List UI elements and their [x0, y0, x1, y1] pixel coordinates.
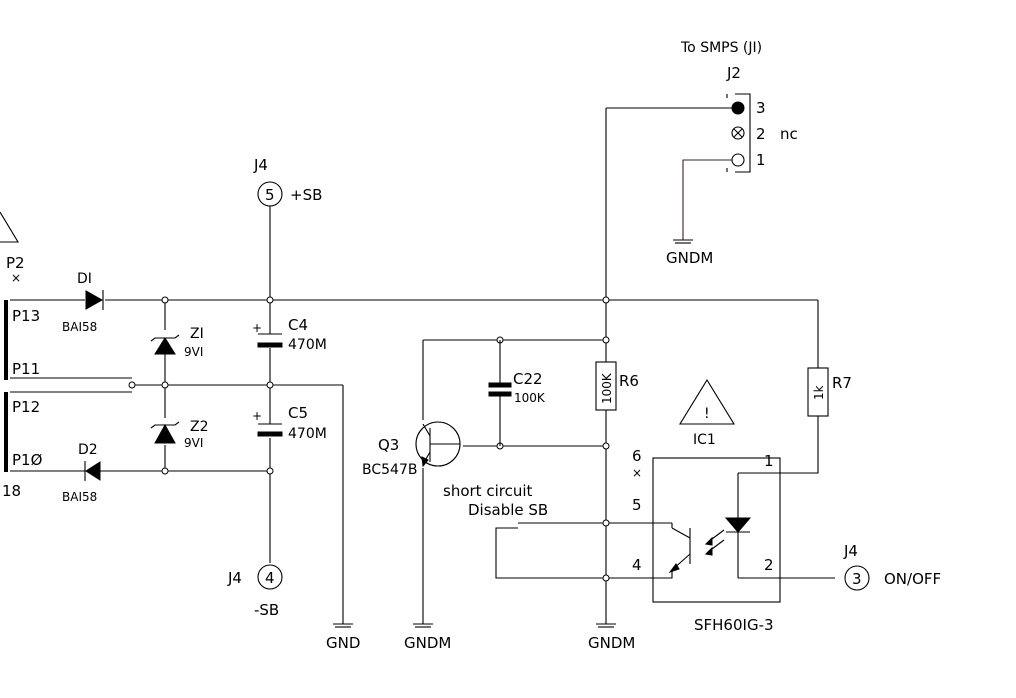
on-off-label: ON/OFF [884, 570, 941, 588]
c4-ref: C4 [288, 316, 308, 334]
minus-sb-label: -SB [254, 601, 279, 619]
gndm-symbol-j2: GNDM [666, 239, 713, 267]
d1-ref: DI [77, 271, 92, 287]
d2-ref: D2 [78, 442, 98, 458]
gndm-symbol-q3: GNDM [404, 623, 451, 652]
optocoupler-ic1: ! IC1 × 6 5 4 1 2 SFH60IG-3 [632, 378, 835, 634]
gnd-label: GND [326, 634, 360, 652]
r7-value: 1k [812, 385, 826, 400]
r6-column [518, 107, 738, 624]
p13-label: P13 [12, 307, 40, 325]
diode-d1: DI BAI58 [62, 271, 104, 334]
short-note-line2: Disable SB [468, 501, 548, 519]
zener-column [161, 296, 169, 475]
gndm-symbol-r6: GNDM [588, 623, 635, 652]
j2-title: To SMPS (JI) [680, 40, 762, 56]
c5-ref: C5 [288, 404, 308, 422]
capacitor-c5: + C5 470M [252, 404, 327, 442]
c4-value: 470M [288, 337, 327, 353]
r6-value: 100K [600, 372, 614, 404]
ic1-ref: IC1 [693, 432, 716, 448]
cap-column [266, 206, 274, 563]
gndm-label-q3: GNDM [404, 634, 451, 652]
j4-pin3: J4 3 ON/OFF [843, 542, 941, 591]
j4-pin4: J4 4 -SB [227, 564, 283, 619]
gndm-label-j2: GNDM [666, 249, 713, 267]
diode-d2: D2 BAI58 [62, 442, 101, 504]
j4-pin3-num: 3 [852, 570, 862, 588]
j4-pin4-num: 4 [265, 569, 275, 587]
plus-sb-label: +SB [290, 186, 322, 204]
c22-value: 100K [514, 391, 546, 405]
ic1-pin6-nc: × [632, 466, 642, 480]
ic1-value: SFH60IG-3 [694, 616, 774, 634]
p11-label: P11 [12, 360, 40, 378]
p-edge-label: 18 [2, 482, 21, 500]
mid-rail [10, 377, 344, 624]
resistor-r7: 1k R7 [738, 367, 852, 474]
j2-nc: nc [780, 125, 798, 143]
gnd-symbol: GND [326, 623, 360, 652]
p12-label: P12 [12, 398, 40, 416]
j4-ref-top: J4 [253, 156, 268, 174]
zener-z1: ZI 9VI [150, 326, 204, 359]
j2-pin3: 3 [756, 99, 766, 117]
d1-value: BAI58 [62, 320, 97, 334]
gndm-label-r6: GNDM [588, 634, 635, 652]
ic1-pin5: 5 [632, 496, 642, 514]
capacitor-c4: + C4 470M [252, 316, 327, 353]
d2-value: BAI58 [62, 490, 97, 504]
p10-label: P1Ø [12, 451, 43, 469]
left-connector: P2 × P13 P11 P12 P1Ø 18 [0, 211, 43, 500]
r7-ref: R7 [832, 374, 852, 392]
j4-ref-left: J4 [227, 569, 242, 587]
j2-ref: J2 [726, 64, 741, 82]
q3-ref: Q3 [378, 436, 399, 454]
capacitor-c22: C22 100K [488, 340, 546, 446]
z1-value: 9VI [184, 345, 203, 359]
c5-value: 470M [288, 426, 327, 442]
j2-pin2: 2 [756, 125, 766, 143]
resistor-r6: 100K R6 [595, 361, 639, 411]
ic1-pin4: 4 [632, 556, 642, 574]
j4-ref-right: J4 [843, 542, 858, 560]
zener-z2: Z2 9VI [150, 419, 209, 450]
c22-ref: C22 [513, 370, 543, 388]
ic1-pin1: 1 [764, 452, 774, 470]
p2-nc-mark: × [11, 271, 21, 285]
j4-pin5-num: 5 [265, 186, 275, 204]
z2-value: 9VI [184, 436, 203, 450]
r6-ref: R6 [619, 372, 639, 390]
short-note-line1: short circuit [443, 482, 532, 500]
c4-polarity: + [252, 321, 262, 335]
short-circuit-note: short circuit Disable SB [443, 482, 548, 579]
ic1-warning-mark: ! [704, 406, 710, 422]
j2-pin1: 1 [756, 151, 766, 169]
j2-connector: To SMPS (JI) J2 3 2 nc 1 [680, 40, 798, 240]
top-rail [10, 299, 819, 368]
z1-ref: ZI [190, 326, 204, 342]
q3-value: BC547B [362, 462, 417, 478]
z2-ref: Z2 [190, 419, 209, 435]
j4-pin5: J4 5 +SB [253, 156, 322, 207]
c5-polarity: + [252, 409, 262, 423]
p2-label: P2 [6, 254, 25, 272]
ic1-pin6: 6 [632, 447, 642, 465]
transistor-q3: Q3 BC547B [362, 421, 461, 478]
ic1-pin2: 2 [764, 556, 774, 574]
